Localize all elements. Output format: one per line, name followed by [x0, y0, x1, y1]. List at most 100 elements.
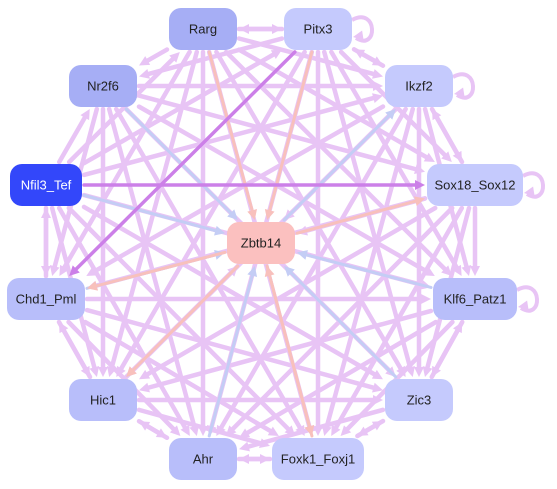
- self-loop-arrowhead-ikzf2: [454, 87, 465, 98]
- node-box: [169, 8, 237, 50]
- edge-arrowhead: [423, 152, 435, 162]
- node-label: Nfil3_Tef: [21, 178, 72, 193]
- node-pitx3[interactable]: Pitx3: [284, 8, 352, 50]
- edge-arrowhead: [452, 264, 462, 276]
- edge-zic3-to-ahr: [239, 407, 386, 452]
- node-ikzf2[interactable]: Ikzf2: [385, 65, 453, 107]
- edge-line: [143, 423, 170, 441]
- node-label: Zbtb14: [241, 236, 281, 251]
- edge-line: [218, 106, 408, 432]
- edge-arrowhead: [239, 454, 249, 464]
- edge-line: [66, 319, 178, 433]
- edge-line: [244, 407, 386, 450]
- edge-line: [236, 47, 431, 161]
- node-zbtb14[interactable]: Zbtb14: [227, 222, 295, 264]
- node-klf6-patz1[interactable]: Klf6_Patz1: [433, 278, 517, 320]
- edge-line: [355, 422, 379, 439]
- edge-nr2f6-to-zbtb14: [124, 107, 238, 220]
- edge-nfil3-tef-to-zbtb14: [82, 193, 225, 236]
- node-foxk1-foxj1[interactable]: Foxk1_Foxj1: [272, 438, 364, 480]
- edge-line: [429, 326, 461, 380]
- edge-arrowhead: [49, 265, 60, 276]
- edge-line: [433, 113, 465, 165]
- edge-line: [118, 49, 307, 373]
- edge-ikzf2-to-chd1-pml: [86, 104, 386, 276]
- edge-nfil3-tef-to-sox18-sox12: [82, 180, 425, 190]
- self-loop-sox18-sox12: [522, 171, 545, 199]
- edge-line: [66, 205, 292, 433]
- edge-line: [93, 250, 227, 288]
- node-box: [69, 379, 137, 421]
- node-label: Hic1: [90, 393, 116, 408]
- node-nr2f6[interactable]: Nr2f6: [69, 65, 137, 107]
- node-sox18-sox12[interactable]: Sox18_Sox12: [427, 164, 523, 206]
- edge-nr2f6-to-ikzf2: [136, 81, 383, 91]
- edge-line: [303, 252, 433, 289]
- node-box: [169, 438, 237, 480]
- edge-line: [358, 50, 386, 68]
- node-chd1-pml[interactable]: Chd1_Pml: [7, 278, 85, 320]
- node-nfil3-tef[interactable]: Nfil3_Tef: [10, 164, 82, 206]
- edge-arrowhead: [139, 382, 150, 393]
- node-label: Zic3: [407, 393, 432, 408]
- edge-zic3-to-klf6-patz1: [429, 322, 463, 380]
- edge-arrowhead: [239, 428, 251, 438]
- edge-arrowhead: [414, 367, 424, 377]
- edge-arrowhead: [180, 424, 190, 436]
- edge-arrowhead: [421, 294, 431, 304]
- edge-arrowhead: [41, 208, 51, 218]
- edge-ahr-to-zbtb14: [207, 266, 258, 438]
- edge-arrowhead: [284, 266, 295, 277]
- self-loop-pitx3: [351, 15, 374, 43]
- edge-arrowhead: [80, 109, 90, 121]
- edge-line: [143, 205, 438, 378]
- edge-arrowhead: [247, 209, 257, 220]
- edge-nfil3-tef-to-zic3: [81, 204, 383, 380]
- node-box: [10, 164, 82, 206]
- edge-arrowhead: [139, 69, 150, 79]
- edge-line: [265, 264, 312, 430]
- edge-arrowhead: [304, 425, 315, 436]
- edge-arrowhead: [373, 395, 383, 405]
- edge-line: [90, 104, 386, 275]
- node-rarg[interactable]: Rarg: [169, 8, 237, 50]
- edge-arrowhead: [139, 421, 151, 431]
- edge-hic1-to-zic3: [136, 395, 383, 405]
- edge-arrowhead: [227, 209, 238, 220]
- node-label: Rarg: [189, 22, 217, 37]
- edge-line: [295, 199, 419, 235]
- edge-line: [229, 205, 455, 433]
- node-ahr[interactable]: Ahr: [169, 438, 237, 480]
- node-box: [427, 164, 523, 206]
- node-zic3[interactable]: Zic3: [385, 379, 453, 421]
- edge-arrowhead: [354, 49, 366, 59]
- edge-arrowhead: [441, 265, 452, 276]
- edge-arrowhead: [461, 265, 472, 276]
- edge-line: [324, 106, 416, 431]
- edge-rarg-to-klf6-patz1: [223, 49, 452, 276]
- edge-line: [56, 113, 89, 165]
- node-hic1[interactable]: Hic1: [69, 379, 137, 421]
- edge-chd1-pml-to-nfil3-tef: [41, 208, 51, 279]
- edge-line: [81, 204, 379, 378]
- edge-line: [136, 104, 431, 275]
- edge-arrowhead: [139, 56, 151, 66]
- edge-zbtb14-to-hic1: [126, 264, 240, 377]
- edge-arrowhead: [169, 425, 181, 436]
- edge-line: [60, 326, 93, 380]
- edge-line: [82, 319, 275, 435]
- edge-ahr-to-hic1: [139, 421, 170, 441]
- edge-line: [73, 50, 297, 273]
- edge-arrowhead: [373, 81, 383, 91]
- node-label: Chd1_Pml: [16, 292, 77, 307]
- edge-line: [136, 407, 265, 446]
- edge-line: [143, 47, 170, 64]
- edge-arrowhead: [98, 367, 108, 377]
- edge-arrowhead: [441, 151, 452, 162]
- edge-arrowhead: [86, 266, 98, 276]
- edge-arrowhead: [89, 366, 100, 377]
- edge-arrowhead: [331, 424, 341, 436]
- edge-chd1-pml-to-foxk1-foxj1: [82, 319, 279, 436]
- edge-arrowhead: [270, 49, 282, 59]
- edge-arrowhead: [372, 69, 383, 79]
